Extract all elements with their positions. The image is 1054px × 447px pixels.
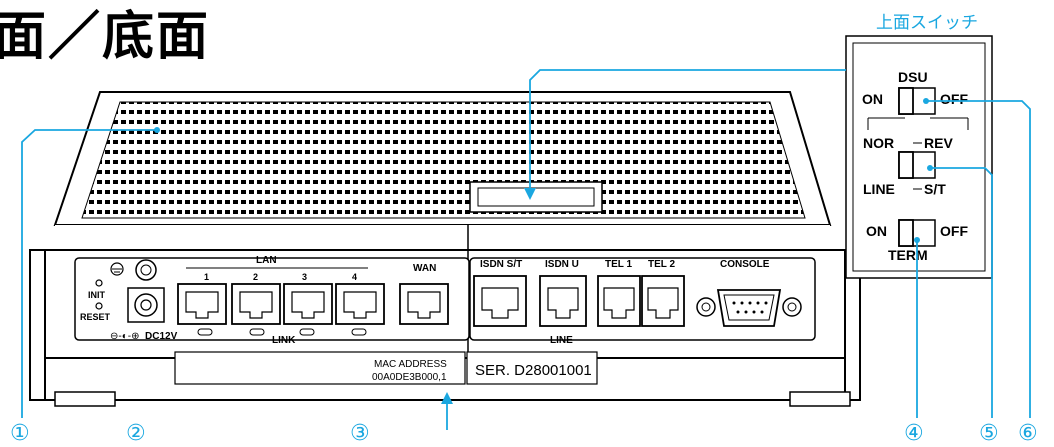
term-on-label: ON <box>866 223 887 239</box>
wan-label: WAN <box>413 263 436 274</box>
mac-value: 00A0DE3B000,1 <box>372 372 447 383</box>
callout-3: ③ <box>350 421 370 446</box>
label-plate <box>174 351 598 385</box>
ground-terminal <box>110 259 157 281</box>
isdn-st-label: ISDN S/T <box>480 259 522 270</box>
dsu-on-label: ON <box>862 91 883 107</box>
top-switch-caption: 上面スイッチ <box>876 13 978 33</box>
dsu-switch[interactable] <box>898 87 936 115</box>
callout-5: ⑤ <box>979 421 999 446</box>
reset-button[interactable] <box>95 302 103 310</box>
link-led-icon <box>351 328 367 336</box>
isdn-u-label: ISDN U <box>545 259 579 270</box>
dc-in-jack[interactable] <box>127 287 165 323</box>
callout-lines <box>21 69 1031 430</box>
line-label: LINE <box>550 335 573 346</box>
dc-label: DC12V <box>145 331 178 342</box>
callout-1: ① <box>10 421 30 446</box>
lan-port-number: 1 <box>204 272 209 282</box>
term-off-label: OFF <box>940 223 968 239</box>
lan-label: LAN <box>256 255 277 266</box>
reset-label: RESET <box>80 312 111 322</box>
init-button[interactable] <box>95 279 103 287</box>
lan-port-1[interactable] <box>177 283 227 325</box>
tel2-label: TEL 2 <box>648 259 675 270</box>
serial-number: SER. D28001001 <box>475 362 592 379</box>
term-label: TERM <box>888 247 928 263</box>
lan-port-number: 2 <box>253 272 258 282</box>
line-switch-label: LINE <box>863 181 895 197</box>
link-led-icon <box>197 328 213 336</box>
dsu-off-label: OFF <box>940 91 968 107</box>
link-label: LINK <box>272 335 296 346</box>
dsu-label: DSU <box>898 69 928 85</box>
callout-2: ② <box>126 421 146 446</box>
polarity-icon: ⊖-◐-⊕ <box>110 331 139 342</box>
console-port[interactable] <box>696 289 802 327</box>
line-st-switch[interactable] <box>898 151 936 179</box>
callout-4: ④ <box>904 421 924 446</box>
link-led-icon <box>249 328 265 336</box>
lan-port-2[interactable] <box>231 283 281 325</box>
rev-label: REV <box>924 135 953 151</box>
lan-port-number: 4 <box>352 272 357 282</box>
lan-port-4[interactable] <box>335 283 385 325</box>
wan-port[interactable] <box>399 283 449 325</box>
st-label: S/T <box>924 181 946 197</box>
lan-port-number: 3 <box>302 272 307 282</box>
tel2-port[interactable] <box>641 275 685 327</box>
mac-title: MAC ADDRESS <box>374 359 447 370</box>
init-label: INIT <box>88 290 106 300</box>
console-label: CONSOLE <box>720 259 770 270</box>
isdn-st-port[interactable] <box>473 275 527 327</box>
isdn-u-port[interactable] <box>539 275 587 327</box>
callout-6: ⑥ <box>1018 421 1038 446</box>
link-led-icon <box>299 328 315 336</box>
lan-port-3[interactable] <box>283 283 333 325</box>
nor-label: NOR <box>863 135 894 151</box>
tel1-label: TEL 1 <box>605 259 632 270</box>
tel1-port[interactable] <box>597 275 641 327</box>
page-title: 面／底面 <box>0 7 211 67</box>
